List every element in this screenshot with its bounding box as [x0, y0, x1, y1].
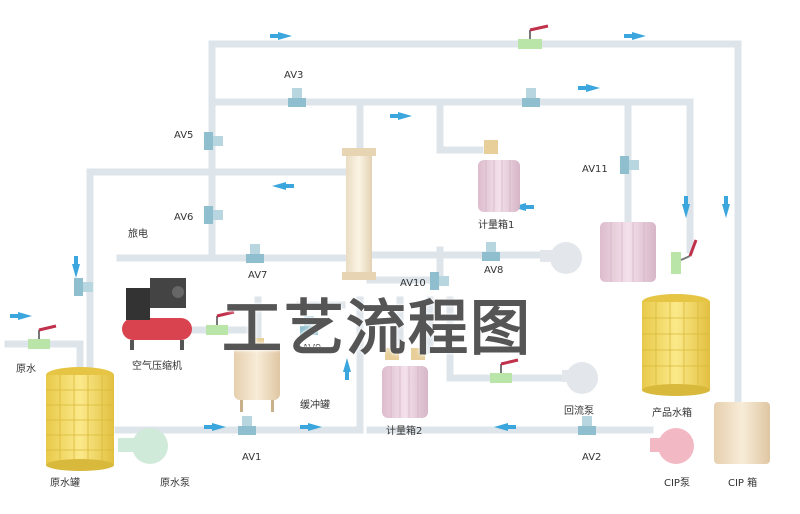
- raw-water-tank-label: 原水罐: [50, 478, 80, 489]
- valve-label-av8: AV8: [484, 265, 504, 276]
- return-pump: [562, 362, 598, 394]
- valve-label-av6: AV6: [174, 212, 194, 223]
- hand-valve[interactable]: [671, 239, 698, 274]
- arrow: [586, 84, 600, 92]
- raw-water-pump: [118, 428, 168, 464]
- av6-valve[interactable]: [204, 206, 223, 224]
- raw-water-tank: [46, 367, 114, 471]
- arrow: [308, 423, 322, 431]
- av5-valve[interactable]: [204, 132, 223, 150]
- valve-label-av9: AV9: [302, 343, 322, 354]
- return-tank: [600, 222, 656, 282]
- valve-label-av1: AV1: [242, 452, 262, 463]
- hand-valve[interactable]: [206, 310, 235, 335]
- hand-valve[interactable]: [490, 358, 519, 383]
- av3-valve[interactable]: [288, 88, 306, 107]
- cip-tank-label: CIP 箱: [728, 478, 758, 489]
- arrow: [682, 204, 690, 218]
- av9-valve[interactable]: [300, 316, 318, 335]
- product-water-tank-label: 产品水箱: [652, 408, 692, 419]
- return-pump-label: 回流泵: [564, 406, 594, 417]
- buffer-tank-label: 缓冲罐: [300, 400, 330, 411]
- metering-tank-2: [382, 348, 428, 418]
- cip-tank: [714, 402, 770, 464]
- hand-valve[interactable]: [518, 24, 549, 49]
- valves: [28, 24, 698, 435]
- av11-valve[interactable]: [620, 156, 639, 174]
- pipe-return-line: [446, 296, 584, 382]
- pipe-av3-line: [208, 98, 694, 254]
- buffer-tank: [234, 338, 280, 412]
- arrow: [398, 112, 412, 120]
- arrow: [632, 32, 646, 40]
- air-compressor: [122, 278, 192, 350]
- metering-tank-1: [478, 140, 520, 212]
- cip-pump-label: CIP泵: [664, 478, 690, 489]
- hand-valve[interactable]: [28, 324, 57, 349]
- arrow: [722, 204, 730, 218]
- raw-water-label: 原水: [16, 364, 36, 375]
- left-valve[interactable]: [74, 278, 93, 296]
- valve-label-av2: AV2: [582, 452, 602, 463]
- av2-valve[interactable]: [578, 416, 596, 435]
- arrow: [343, 358, 351, 372]
- air-compressor-label: 空气压缩机: [132, 361, 182, 372]
- arrow: [494, 423, 508, 431]
- arrow: [272, 182, 286, 190]
- valve-label-av5: AV5: [174, 130, 194, 141]
- av8-valve[interactable]: [482, 242, 500, 261]
- membrane-column: [342, 148, 376, 280]
- page-title: 工艺流程图: [222, 294, 532, 364]
- av8-pump: [540, 242, 582, 274]
- flow-arrows: [10, 32, 730, 431]
- av7-valve[interactable]: [246, 244, 264, 263]
- pipe-meter1: [436, 98, 484, 154]
- pipe-av1-line: [114, 296, 364, 434]
- product-water-tank: [642, 294, 710, 396]
- av10-valve[interactable]: [430, 272, 449, 290]
- arrow: [72, 264, 80, 278]
- valve-label-av3: AV3: [284, 70, 304, 81]
- pipes: [4, 40, 742, 434]
- metering-tank-1-label: 计量箱1: [478, 220, 515, 231]
- av-top-right-valve[interactable]: [522, 88, 540, 107]
- valve-label-av7: AV7: [248, 270, 268, 281]
- arrow: [212, 423, 226, 431]
- valve-label-av10: AV10: [400, 278, 426, 289]
- arrow: [18, 312, 32, 320]
- power-label: 旅电: [128, 229, 148, 240]
- cip-pump: [650, 428, 694, 464]
- av1-valve[interactable]: [238, 416, 256, 435]
- raw-water-pump-label: 原水泵: [160, 478, 190, 489]
- valve-label-av11: AV11: [582, 164, 608, 175]
- metering-tank-2-label: 计量箱2: [386, 426, 423, 437]
- arrow: [278, 32, 292, 40]
